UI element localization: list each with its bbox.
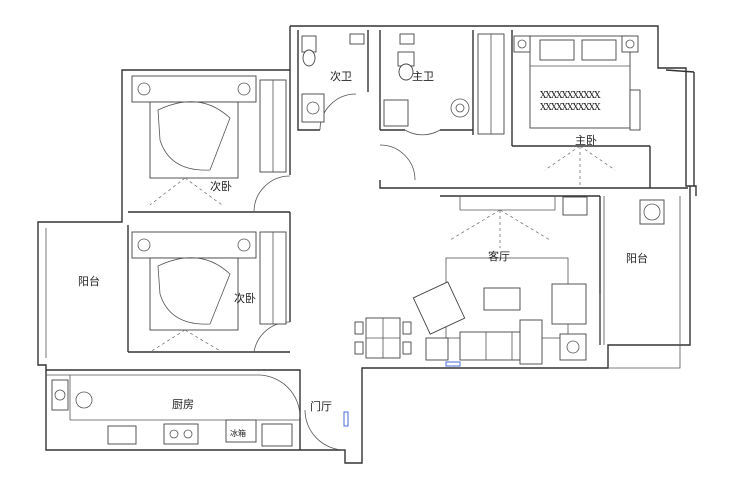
master-bath-fixtures: [383, 33, 470, 127]
doors: [253, 93, 601, 451]
living-room-furniture: 客厅: [412, 196, 588, 365]
fridge-label: 冰箱: [230, 428, 246, 438]
master-bedroom-furniture: XXXXXXXXXXX XXXXXXXXXXX 主卧: [477, 33, 641, 185]
outer-walls: [37, 25, 697, 464]
room-label-bath-secondary: 次卫: [330, 69, 352, 83]
room-label-living-room: 客厅: [488, 249, 510, 263]
room-label-master-bedroom: 主卧: [575, 134, 597, 147]
room-label-balcony-left: 阳台: [78, 274, 100, 288]
left-balcony: 阳台: [78, 274, 100, 288]
upper-bedroom-furniture: 次卧: [131, 75, 287, 206]
secondary-bath-fixtures: [301, 33, 365, 123]
lower-bedroom-furniture: 次卧: [131, 231, 287, 353]
room-label-entrance: 门厅: [310, 399, 332, 413]
room-label-bath-master: 主卫: [412, 70, 434, 83]
kitchen-fixtures: 冰箱 厨房: [51, 379, 293, 447]
room-label-bedroom-lower: 次卧: [234, 291, 256, 305]
interior-walls: [45, 30, 688, 450]
room-label-balcony-right: 阳台: [626, 251, 648, 265]
room-label-kitchen: 厨房: [172, 398, 194, 411]
room-label-bedroom-upper: 次卧: [210, 179, 232, 193]
svg-text:XXXXXXXXXXX: XXXXXXXXXXX: [540, 103, 601, 113]
right-balcony-fixtures: 阳台: [626, 199, 665, 265]
svg-text:XXXXXXXXXXX: XXXXXXXXXXX: [540, 91, 601, 101]
dining-furniture: [354, 317, 412, 359]
